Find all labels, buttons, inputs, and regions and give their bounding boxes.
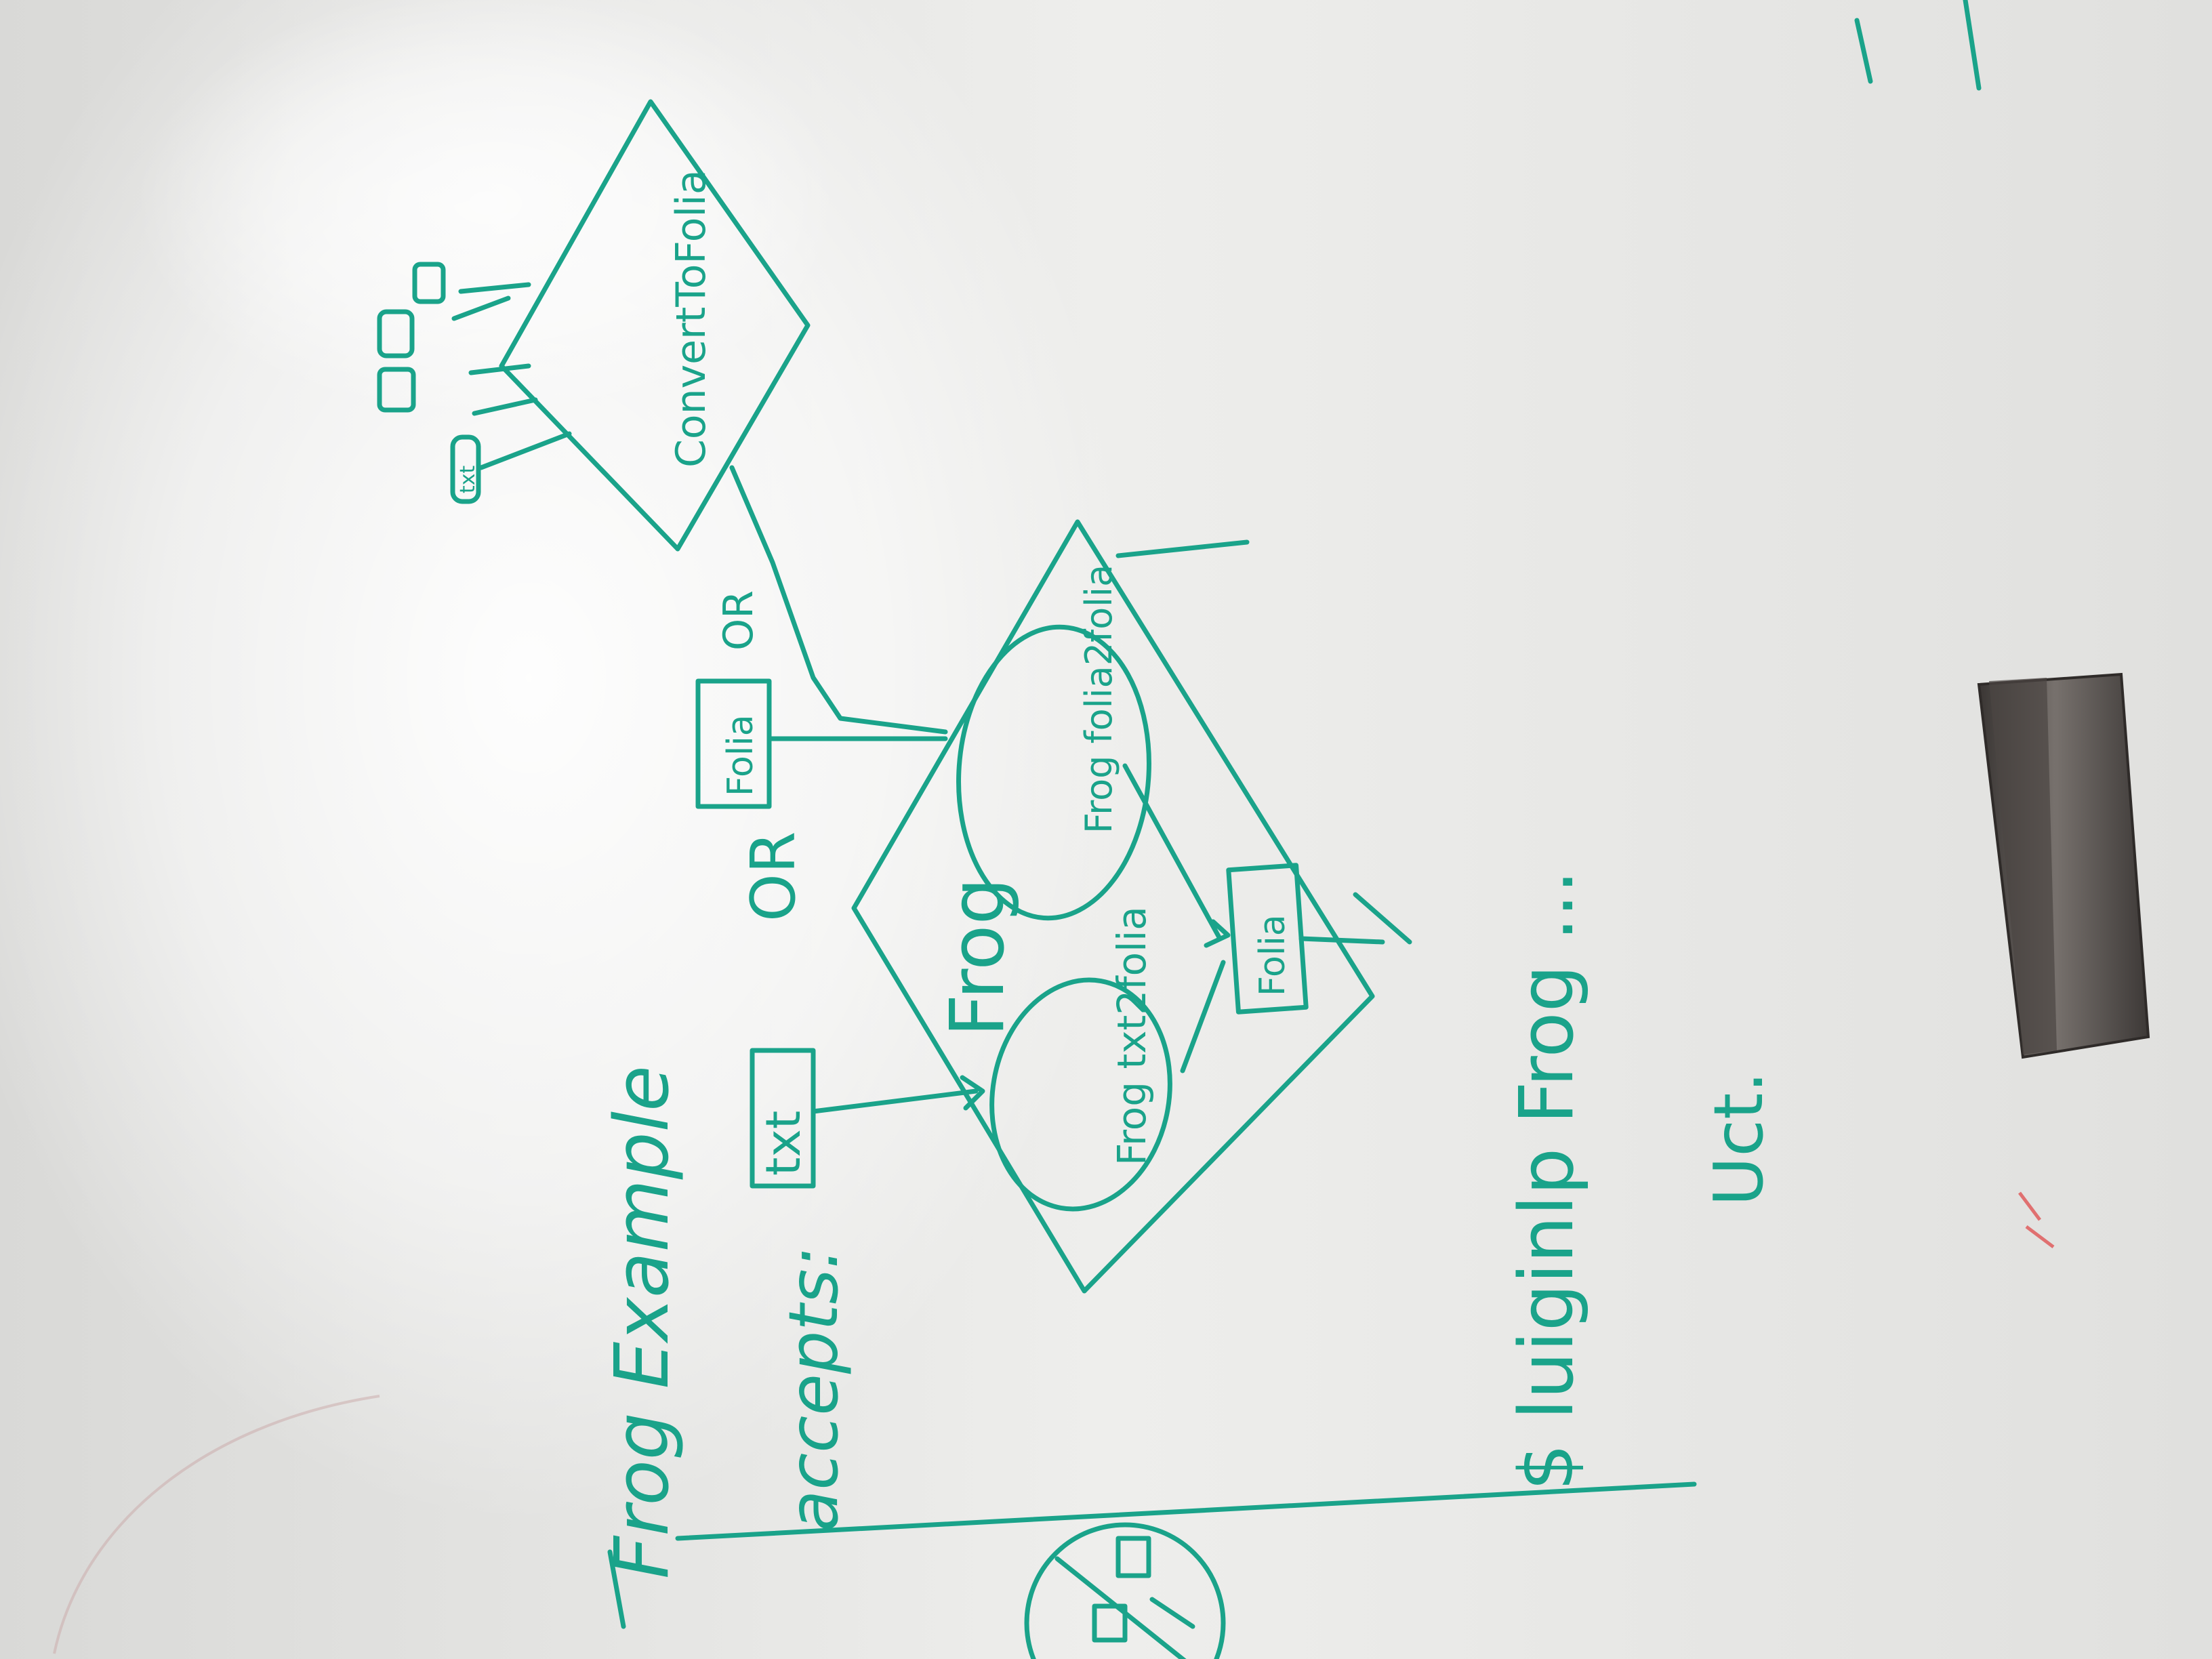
mini-box xyxy=(1092,1603,1128,1643)
arrow xyxy=(1180,960,1226,1073)
connector xyxy=(811,1088,979,1114)
mini-diagram xyxy=(1024,1522,1226,1659)
or-label-2: OR xyxy=(715,590,762,651)
small-box xyxy=(412,262,446,304)
mark xyxy=(1854,18,1873,84)
txt-box-label: txt xyxy=(756,1111,811,1176)
folia-box-inner-label: Folia xyxy=(1252,914,1293,996)
eraser xyxy=(1977,672,2150,1059)
title-frog-example: Frog Example xyxy=(598,1065,685,1579)
rule xyxy=(675,1481,1697,1541)
or-label-1: OR xyxy=(738,832,809,922)
tick xyxy=(1353,892,1412,945)
frog-txt2folia-ellipse xyxy=(989,977,1172,1212)
light-glare xyxy=(0,0,1139,1525)
small-box xyxy=(377,367,416,413)
leg xyxy=(478,431,572,470)
txt-input-label: txt xyxy=(456,465,480,493)
light-glare-top xyxy=(136,0,840,420)
connector xyxy=(729,465,948,735)
arrow xyxy=(1298,936,1385,945)
diagram-lines xyxy=(377,0,1982,1659)
accepts-label: accepts: xyxy=(774,1246,853,1532)
frog-folia2folia-label: Frog folia2folia xyxy=(1078,565,1120,834)
red-mark xyxy=(2025,1225,2055,1248)
red-marks xyxy=(2018,1191,2055,1248)
small-box xyxy=(377,309,415,359)
mini-box xyxy=(1115,1536,1151,1578)
arrowhead xyxy=(1204,919,1231,948)
folia-box-outer-label: Folia xyxy=(720,714,761,796)
leg xyxy=(458,282,531,294)
leg xyxy=(472,397,538,416)
ghost-mark xyxy=(53,1395,380,1654)
command-line: $ luiginlp Frog ... xyxy=(1503,870,1590,1491)
eraser-felt xyxy=(1989,678,2057,1054)
leg xyxy=(451,295,511,321)
convert-diamond xyxy=(499,99,811,552)
uct-label: Uct. xyxy=(1699,1071,1778,1206)
diagram-text: Frog Example accepts: txt Folia OR OR Fr… xyxy=(456,169,1778,1579)
frog-diamond xyxy=(851,519,1375,1294)
mini-diagram-line xyxy=(1149,1597,1195,1629)
leg xyxy=(468,363,531,375)
txt-input-pill xyxy=(450,434,481,504)
arrowhead xyxy=(960,1075,985,1111)
arrow xyxy=(1122,763,1223,941)
tick xyxy=(1115,539,1250,558)
rule xyxy=(607,1549,626,1629)
convert-to-folia-label: ConvertToFolia xyxy=(668,169,715,468)
mark xyxy=(1963,0,1982,91)
folia-box-outer xyxy=(695,678,772,809)
frog-txt2folia-label: Frog txt2folia xyxy=(1109,906,1155,1166)
frog-big-label: Frog xyxy=(934,878,1021,1037)
txt-box xyxy=(750,1048,816,1189)
red-mark xyxy=(2018,1191,2041,1221)
frog-folia2folia-ellipse xyxy=(956,624,1151,921)
